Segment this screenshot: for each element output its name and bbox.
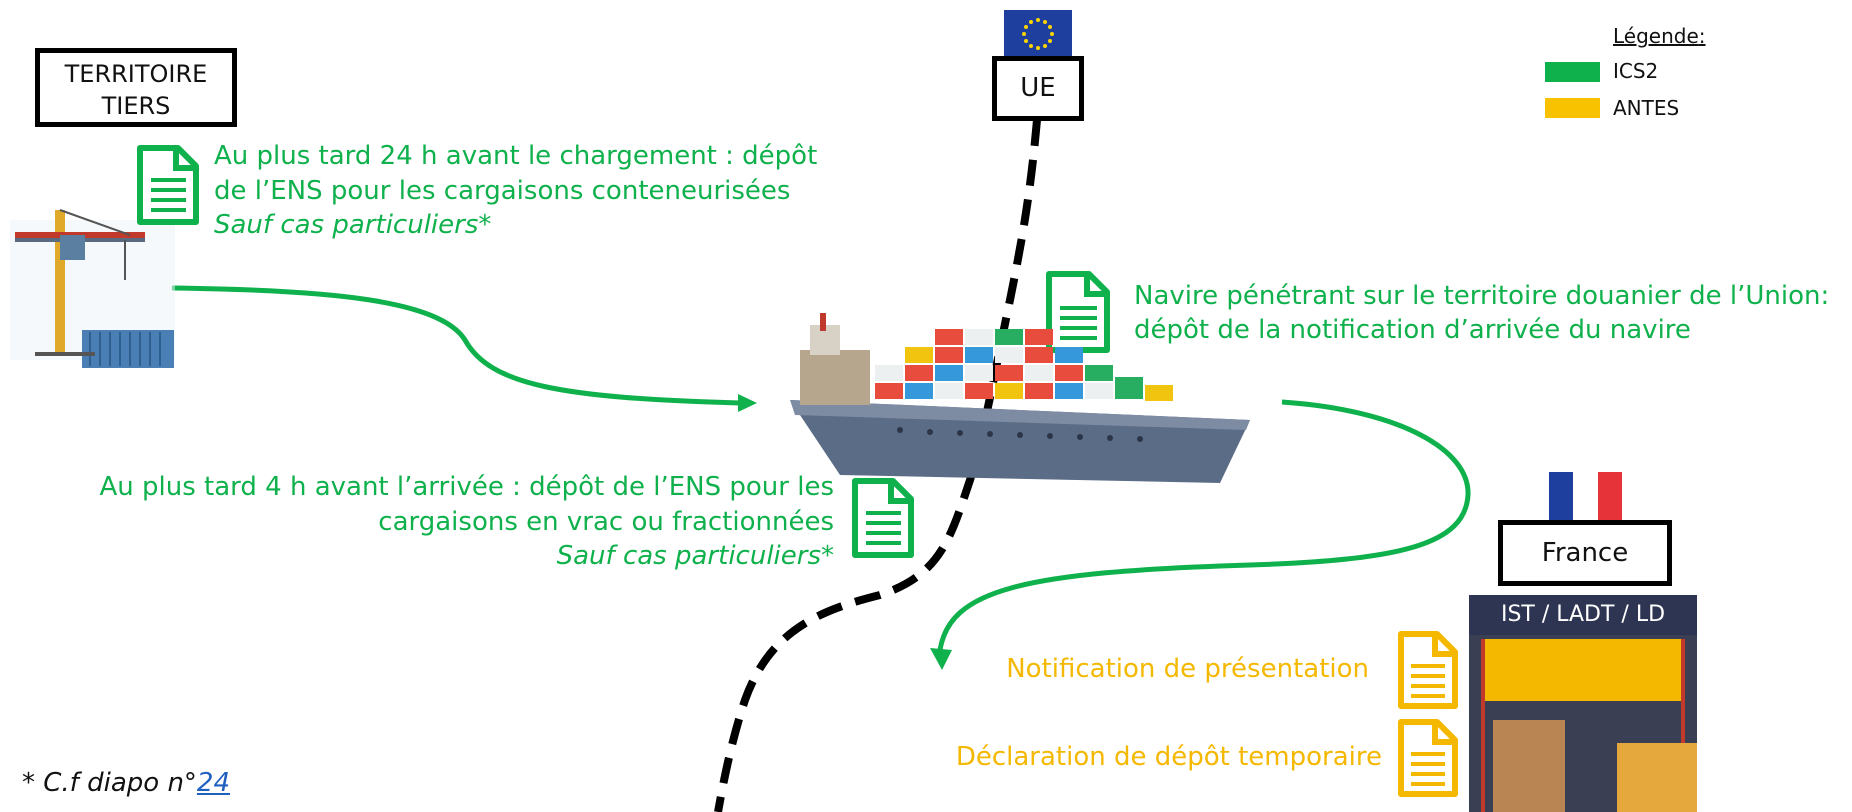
document-icon bbox=[852, 478, 914, 558]
temporary-storage-declaration: Déclaration de dépôt temporaire bbox=[955, 742, 1382, 772]
arrival-line1: Navire pénétrant sur le territoire douan… bbox=[1134, 281, 1830, 311]
document-icon bbox=[137, 145, 199, 225]
eu-box: UE bbox=[992, 56, 1084, 121]
eu-border-line bbox=[714, 119, 1041, 812]
france-flag-icon bbox=[1549, 472, 1622, 521]
ens-bulk-line1: Au plus tard 4 h avant l’arrivée : dépôt… bbox=[99, 472, 834, 502]
presentation-notification: Notification de présentation bbox=[1006, 654, 1369, 684]
document-icon bbox=[1398, 631, 1458, 709]
footnote-text: * C.f diapo n° bbox=[22, 768, 197, 798]
green-arrow-crane-to-ship bbox=[171, 285, 741, 406]
france-box: France bbox=[1498, 520, 1672, 586]
eu-flag-icon bbox=[1004, 10, 1072, 58]
legend-title: Légende: bbox=[1613, 24, 1706, 48]
footnote: * C.f diapo n°24 bbox=[22, 768, 230, 798]
legend-label-antes: ANTES bbox=[1613, 96, 1680, 120]
third-territory-box: TERRITOIRE TIERS bbox=[35, 48, 237, 127]
legend-swatch-ics2 bbox=[1545, 62, 1600, 82]
arrival-line2: dépôt de la notification d’arrivée du na… bbox=[1134, 315, 1691, 345]
green-arrow-ship-to-france bbox=[937, 399, 1471, 651]
legend-swatch-antes bbox=[1545, 98, 1600, 118]
ship-icon bbox=[790, 313, 1250, 483]
ens-bulk-line2: cargaisons en vrac ou fractionnées bbox=[378, 507, 834, 537]
facility-sign: IST / LADT / LD bbox=[1469, 595, 1697, 635]
legend-label-ics2: ICS2 bbox=[1613, 59, 1659, 83]
ens-container-line2: de l’ENS pour les cargaisons conteneuris… bbox=[214, 176, 791, 206]
crane-icon bbox=[10, 209, 175, 368]
ens-bulk-note: Sauf cas particuliers* bbox=[556, 541, 834, 571]
footnote-link[interactable]: 24 bbox=[196, 768, 231, 798]
ens-container-note: Sauf cas particuliers* bbox=[214, 210, 492, 240]
warehouse-icon: IST / LADT / LD bbox=[1469, 595, 1697, 812]
document-icon bbox=[1398, 719, 1458, 797]
ens-container-line1: Au plus tard 24 h avant le chargement : … bbox=[214, 141, 818, 171]
